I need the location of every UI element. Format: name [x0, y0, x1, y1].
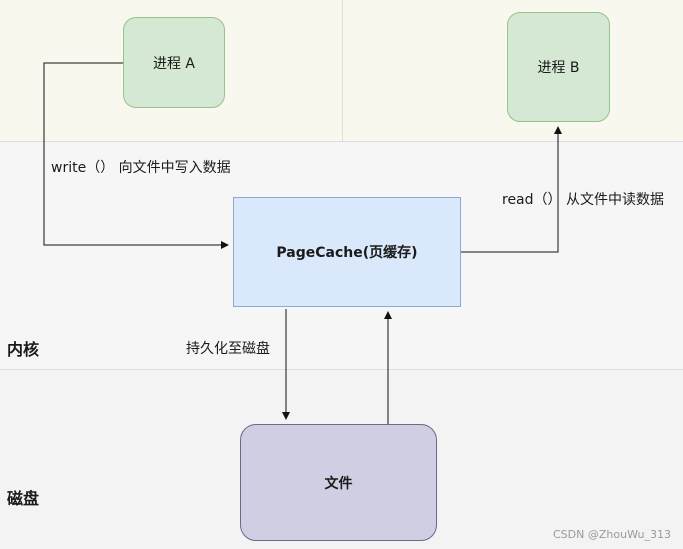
disk-region-label: 磁盘 [7, 489, 40, 508]
file-node: 文件 [240, 424, 437, 541]
read-arrow [461, 126, 562, 253]
kernel-top-border [0, 141, 683, 142]
page-cache-label: PageCache(页缓存) [276, 245, 418, 261]
process-a-node: 进程 A [123, 17, 225, 108]
file-label: 文件 [324, 475, 353, 492]
page-cache-node: PageCache(页缓存) [233, 197, 461, 307]
kernel-region-label: 内核 [7, 340, 40, 359]
process-b-label: 进程 B [537, 60, 580, 76]
read-edge-label: read（） 从文件中读数据 [502, 192, 664, 208]
disk-top-border [0, 369, 683, 370]
watermark: CSDN @ZhouWu_313 [553, 528, 672, 541]
user-space-divider [342, 0, 343, 141]
process-b-node: 进程 B [507, 12, 610, 122]
process-a-label: 进程 A [152, 55, 196, 72]
persist-edge-label: 持久化至磁盘 [186, 341, 270, 357]
write-arrow [43, 62, 229, 249]
write-edge-label: write（） 向文件中写入数据 [51, 160, 231, 176]
